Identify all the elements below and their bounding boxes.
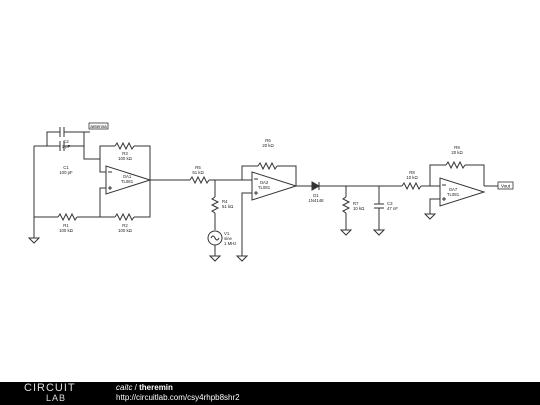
- r8-value: 10 kΩ: [406, 175, 418, 180]
- oa2-ref: OA2: [260, 180, 269, 185]
- r3-value: 100 kΩ: [118, 156, 133, 161]
- r7-ref: R7: [353, 201, 359, 206]
- r1-value: 100 kΩ: [59, 228, 74, 233]
- oa7-ref: OA7: [449, 187, 458, 192]
- oa2-value: TL081: [258, 185, 271, 190]
- r2-value: 100 kΩ: [118, 228, 133, 233]
- r5-ref: R5: [195, 165, 201, 170]
- r7-value: 10 kΩ: [353, 206, 365, 211]
- net-flags: antenna Vout: [88, 122, 514, 190]
- c1-value: 100 pF: [59, 170, 73, 175]
- vout-label: Vout: [501, 184, 511, 189]
- circuit-name: theremin: [139, 383, 173, 392]
- antenna-label: antenna: [90, 124, 107, 129]
- r8-ref: R8: [409, 170, 415, 175]
- output-stage: [401, 160, 498, 220]
- v1-ref: V1: [224, 231, 230, 236]
- circuit-url[interactable]: http://circuitlab.com/csy4rhpb8shr2: [116, 393, 240, 402]
- r4-value: 51 kΩ: [222, 204, 234, 209]
- d1-ref: D1: [313, 193, 319, 198]
- component-labels: C2 1 pF C1 100 pF R3 100 kΩ OA1 TL081 R1…: [59, 138, 463, 246]
- r6-ref: R6: [265, 138, 271, 143]
- v1-value: 1 MHz: [224, 241, 236, 246]
- footer-bar: CIRCUIT LAB caitc / theremin http://circ…: [0, 382, 540, 405]
- r5-value: 51 kΩ: [192, 170, 204, 175]
- c3-ref: C3: [387, 201, 393, 206]
- d1-value: 1N4148: [308, 198, 324, 203]
- logo-word-top: CIRCUIT: [24, 382, 76, 394]
- r4-ref: R4: [222, 199, 228, 204]
- r9-value: 20 kΩ: [451, 150, 463, 155]
- circuit-schematic: antenna Vout C2 1 pF C1 100 pF R3 100 kΩ…: [27, 122, 514, 262]
- detector-stage: [311, 181, 402, 236]
- circuit-meta: caitc / theremin http://circuitlab.com/c…: [116, 383, 240, 403]
- circuitlab-logo[interactable]: CIRCUIT LAB: [24, 382, 76, 404]
- r3-ref: R3: [122, 151, 128, 156]
- c2-value: 1 pF: [62, 144, 71, 149]
- mixer-stage: [189, 161, 312, 262]
- r6-value: 20 kΩ: [262, 143, 274, 148]
- oscillator-stage: [27, 127, 190, 244]
- oa1-value: TL081: [121, 179, 134, 184]
- r2-ref: R2: [122, 223, 128, 228]
- oa7-value: TL081: [447, 192, 460, 197]
- oa1-ref: OA1: [123, 174, 132, 179]
- logo-word-bottom: LAB: [46, 393, 67, 403]
- c2-ref: C2: [63, 139, 69, 144]
- r1-ref: R1: [63, 223, 69, 228]
- r9-ref: R9: [454, 145, 460, 150]
- c1-ref: C1: [63, 165, 69, 170]
- v1-type: sine: [224, 236, 232, 241]
- c3-value: 47 nF: [387, 206, 398, 211]
- path-separator: /: [132, 383, 140, 392]
- owner-link[interactable]: caitc: [116, 383, 133, 392]
